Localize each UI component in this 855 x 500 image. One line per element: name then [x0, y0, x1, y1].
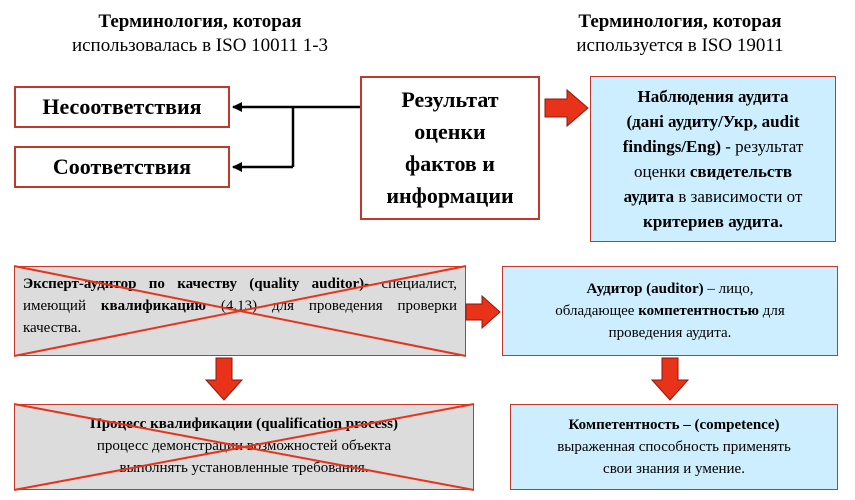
red-arrow-expert-to-auditor: [465, 294, 501, 330]
expert-auditor-box: Эксперт-аудитор по качеству (quality aud…: [14, 266, 466, 356]
observations-line5: аудита в зависимости от: [624, 184, 803, 209]
auditor-line2-rest: для: [759, 303, 785, 319]
conformity-label: Соответствия: [52, 154, 192, 179]
competence-box: Компетентность – (competence) выраженная…: [510, 404, 838, 490]
observations-line5-bold: аудита: [623, 187, 675, 206]
red-arrow-auditor-down: [650, 357, 690, 401]
observations-line3: findings/Eng) - результат: [623, 134, 804, 159]
qualification-line3: выполнять установленные требования.: [119, 460, 369, 476]
auditor-line2: обладающее компетентностью для: [555, 300, 785, 322]
left-heading-line2: использовалась в ISO 10011 1-3: [71, 35, 329, 56]
observations-line6: критериев аудита.: [643, 212, 783, 231]
left-heading-line1: Терминология, которая: [98, 11, 302, 32]
auditor-line1-rest: – лицо,: [703, 281, 754, 297]
assessment-result-box: Результат оценки фактов и информации: [360, 76, 540, 220]
observations-line4-bold: свидетельств: [689, 162, 793, 181]
red-arrow-center-to-findings: [544, 88, 589, 128]
observations-line4-normal: оценки: [633, 162, 690, 181]
observations-line4: оценки свидетельств: [634, 159, 792, 184]
audit-findings-box: Наблюдения аудита (дані аудиту/Укр, audi…: [590, 76, 836, 242]
connector-lines: [232, 102, 360, 172]
expert-qualification: квалификацию: [100, 298, 206, 314]
nonconformity-label: Несоответствия: [42, 94, 202, 119]
observations-line3-rest: - результат: [720, 137, 804, 156]
competence-title: Компетентность – (competence): [568, 417, 780, 433]
auditor-competence: компетентностью: [638, 303, 759, 319]
center-line2: оценки: [414, 119, 486, 144]
competence-line2: выраженная способность применять: [557, 439, 791, 455]
observations-line2: (дані аудиту/Укр, audit: [626, 112, 800, 131]
left-column-heading: Терминология, которая использовалась в I…: [20, 10, 380, 58]
qualification-process-box: Процесс квалификации (qualification proc…: [14, 404, 474, 490]
center-line1: Результат: [401, 87, 499, 112]
competence-line3: свои знания и умение.: [603, 461, 745, 477]
auditor-line1: Аудитор (auditor) – лицо,: [587, 278, 754, 300]
right-column-heading: Терминология, которая используется в ISO…: [500, 10, 855, 58]
auditor-line3: проведения аудита.: [608, 325, 732, 341]
observations-line5-rest: в зависимости от: [674, 187, 803, 206]
right-heading-line2: используется в ISO 19011: [576, 35, 784, 56]
nonconformity-box: Несоответствия: [14, 86, 230, 128]
right-heading-line1: Терминология, которая: [578, 11, 782, 32]
center-line4: информации: [386, 183, 514, 208]
conformity-box: Соответствия: [14, 146, 230, 188]
observations-line3-bold: findings/Eng): [622, 137, 721, 156]
red-arrow-expert-down: [204, 357, 244, 401]
auditor-box: Аудитор (auditor) – лицо, обладающее ком…: [502, 266, 838, 356]
auditor-line2-normal: обладающее: [555, 303, 639, 319]
auditor-title: Аудитор (auditor): [586, 281, 704, 297]
qualification-title: Процесс квалификации (qualification proc…: [90, 416, 398, 432]
center-line3: фактов и: [405, 151, 495, 176]
observations-line1: Наблюдения аудита: [637, 87, 789, 106]
qualification-line2: процесс демонстрации возможностей объект…: [96, 438, 392, 454]
expert-title: Эксперт-аудитор по качеству (quality aud…: [23, 276, 365, 292]
